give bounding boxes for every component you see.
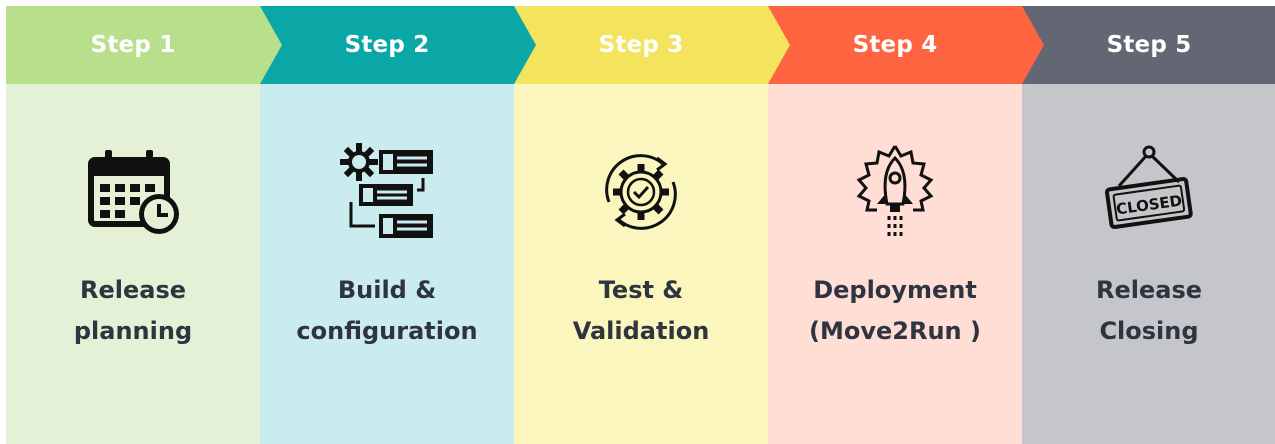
step-3-title: Test & Validation (572, 276, 710, 345)
step-columns: Release planning (6, 84, 1275, 444)
step-1-label: Step 1 (90, 32, 176, 58)
step-header-band: Step 1 Step 2 Step 3 Step 4 Step 5 (6, 6, 1275, 84)
step-4-title: Deployment (Move2Run ) (809, 276, 981, 345)
rocket-gear-icon (845, 142, 945, 242)
step-1-title: Release planning (73, 276, 193, 345)
step-3-column: Test & Validation (514, 84, 768, 444)
step-3-label: Step 3 (598, 32, 684, 58)
calendar-clock-icon (83, 142, 183, 242)
step-1-header-chevron (6, 6, 282, 84)
gear-check-cycle-icon (591, 142, 691, 242)
step-4-header-chevron (768, 6, 1044, 84)
closed-sign-icon: CLOSED (1099, 142, 1199, 242)
process-diagram: Step 1 Step 2 Step 3 Step 4 Step 5 (6, 6, 1275, 444)
closed-sign-text: CLOSED (1115, 191, 1183, 218)
step-2-title: Build & configuration (296, 276, 478, 345)
step-5-header-chevron (1022, 6, 1275, 84)
step-2-column: Build & configuration (260, 84, 514, 444)
step-5-label: Step 5 (1106, 32, 1192, 58)
step-5-title: Release Closing (1095, 276, 1203, 345)
gear-numbered-list-icon (337, 142, 437, 242)
step-4-column: Deployment (Move2Run ) (768, 84, 1022, 444)
step-3-header-chevron (514, 6, 790, 84)
step-2-header-chevron (260, 6, 536, 84)
step-5-column: CLOSED Release Closing (1022, 84, 1275, 444)
step-2-label: Step 2 (344, 32, 430, 58)
step-arrow-chevrons (6, 6, 1275, 84)
step-4-label: Step 4 (852, 32, 938, 58)
step-1-column: Release planning (6, 84, 260, 444)
